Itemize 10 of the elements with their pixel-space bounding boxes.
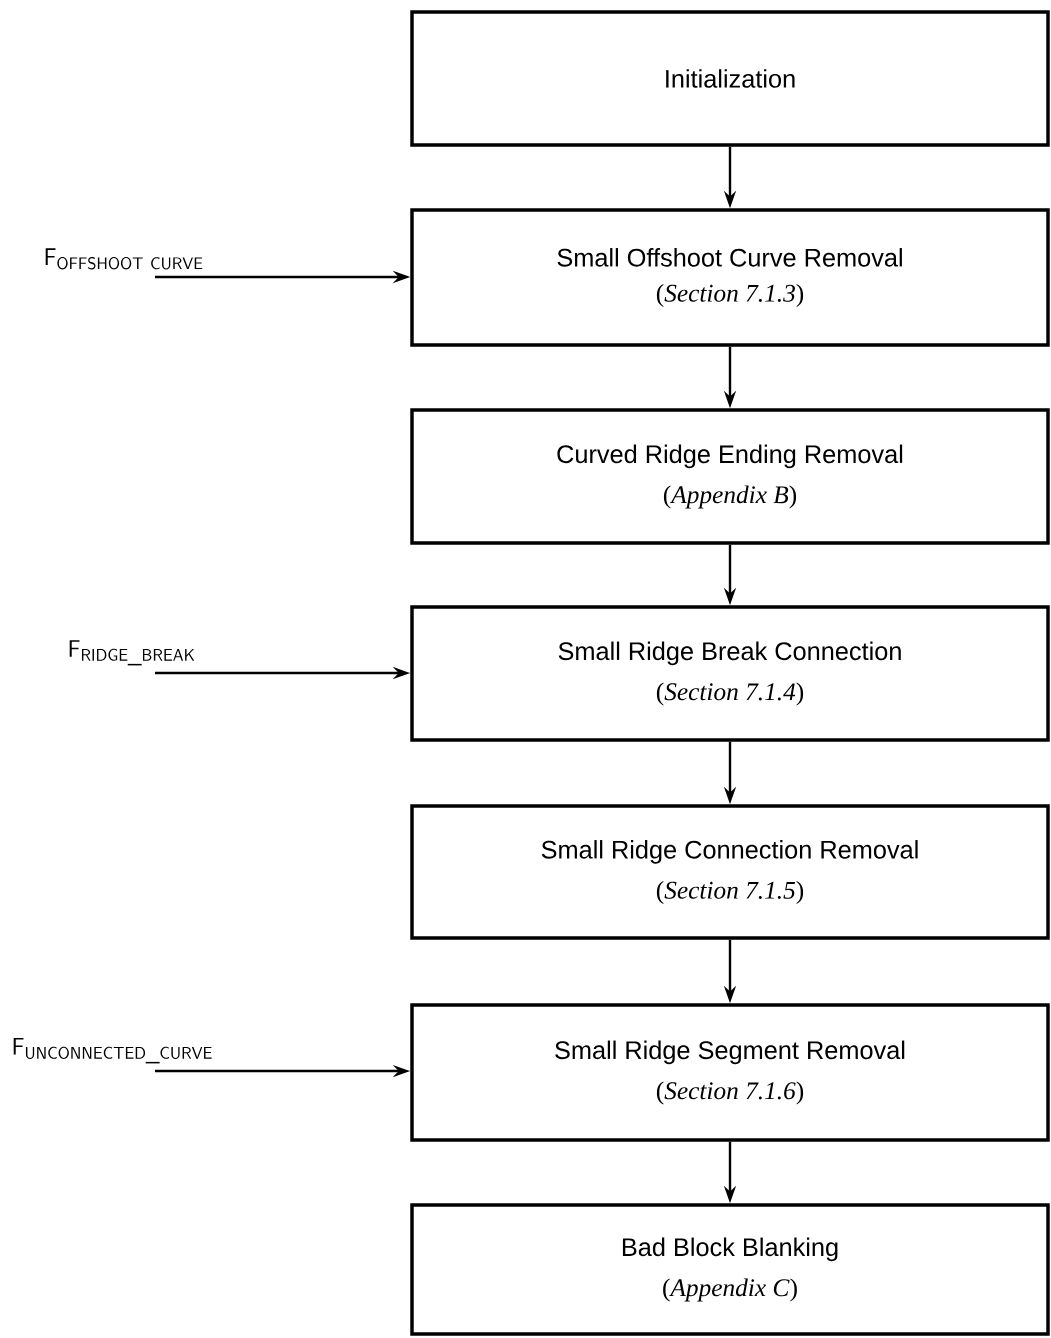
process-box: Small Offshoot Curve Removal (Section 7.1.3) [410, 208, 1050, 347]
process-box: Small Ridge Connection Removal (Section 7.1.5) [410, 804, 1050, 940]
process-box: Initialization [410, 10, 1050, 147]
process-box: Small Ridge Break Connection (Section 7.1.4) [410, 605, 1050, 742]
process-box: Small Ridge Segment Removal (Section 7.1.6) [410, 1003, 1050, 1142]
process-box: Bad Block Blanking (Appendix C) [410, 1203, 1050, 1336]
process-box: Curved Ridge Ending Removal (Appendix B) [410, 408, 1050, 545]
input-label: $\mathsf{F}_{\mathsf{UNCONNECTED\_CURVE}}$ [13, 1037, 212, 1064]
input-label: $\mathsf{F}_{\mathsf{OFFSHOOT\ CURVE}}$ [45, 248, 203, 270]
input-label: $\mathsf{F}_{\mathsf{RIDGE\_BREAK}}$ [69, 640, 195, 666]
